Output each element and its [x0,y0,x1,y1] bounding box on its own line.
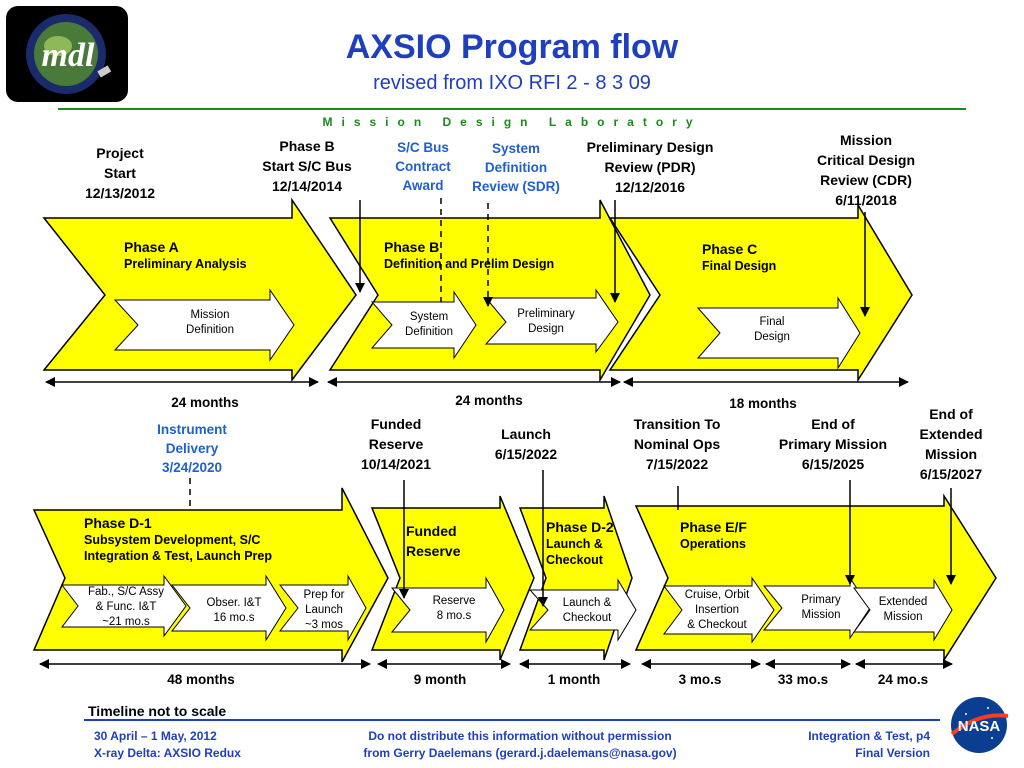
duration-phase-d2: 1 month [547,672,601,687]
phase-ef-title: Phase E/F [680,519,747,535]
primary-mission-label: Primary Mission [801,594,841,621]
sdr-milestone: System Definition Review (SDR) [472,141,560,194]
duration-cruise: 3 mo.s [678,672,722,687]
duration-primary: 33 mo.s [777,672,829,687]
phase-a-arrow [42,197,357,383]
pdr-milestone: Preliminary Design Review (PDR) 12/12/20… [586,139,714,195]
phase-d2-subtitle: Launch & Checkout [546,537,603,567]
end-extended-milestone: End of Extended Mission 6/15/2027 [919,406,983,482]
mission-definition-arrow [113,288,295,362]
phase-b-arrow [328,199,651,383]
phase-b-subtitle: Definition and Prelim Design [384,257,555,271]
phase-a-title: Phase A [124,239,179,255]
cruise-orbit-label: Cruise, Orbit Insertion & Checkout [684,589,750,631]
lab-label: Mission Design Laboratory [322,115,702,129]
footer-center: Do not distribute this information witho… [310,728,730,762]
page-title: AXSIO Program flow [345,28,679,66]
system-definition-label: System Definition [405,311,453,338]
phase-c-label: Phase C Final Design [702,240,776,274]
phase-c-subtitle: Final Design [702,259,777,273]
phase-b-title: Phase B [384,239,440,255]
footer-contact: from Gerry Daelemans (gerard.j.daelemans… [363,746,677,760]
footer-left: 30 April – 1 May, 2012 X-ray Delta: AXSI… [94,728,241,762]
header-divider [58,108,966,110]
extended-mission-arrow [853,578,953,642]
final-design-arrow [696,296,861,370]
prep-launch-label: Prep for Launch ~3 mos [303,589,345,631]
nasa-logo-text: NASA [958,718,1001,735]
footer-notice: Do not distribute this information witho… [368,729,672,743]
nasa-logo: NASA [946,694,1012,756]
footer-date: 30 April – 1 May, 2012 [94,729,217,743]
footer-page: Integration & Test, p4 [808,729,930,743]
end-primary-milestone: End of Primary Mission 6/15/2025 [778,416,888,472]
phase-d1-label: Phase D-1 Subsystem Development, S/C Int… [84,514,272,564]
phase-b-start-milestone: Phase B Start S/C Bus 12/14/2014 [262,138,352,194]
page-subtitle: revised from IXO RFI 2 - 8 3 09 [373,72,651,94]
phase-d2-title: Phase D-2 [546,519,614,535]
mission-definition-label: Mission Definition [186,309,234,336]
phase-d1-title: Phase D-1 [84,515,152,531]
prep-launch-arrow [278,574,367,642]
duration-funded-reserve: 9 month [413,672,467,687]
obser-it-arrow [170,574,287,642]
phase-c-title: Phase C [702,241,758,257]
phase-d2-label: Phase D-2 Launch & Checkout [546,518,614,568]
footer-program: X-ray Delta: AXSIO Redux [94,746,241,760]
duration-phase-a: 24 months [171,395,239,410]
obser-it-label: Obser. I&T 16 mo.s [206,597,262,624]
preliminary-design-label: Preliminary Design [517,308,575,335]
extended-mission-label: Extended Mission [878,596,928,623]
cruise-orbit-arrow [663,576,775,644]
launch-milestone: Launch 6/15/2022 [494,426,558,462]
footer-right: Integration & Test, p4 Final Version [740,728,930,762]
funded-reserve-milestone: Funded Reserve 10/14/2021 [360,416,432,472]
fab-assy-arrow [60,574,187,638]
duration-phase-d1: 48 months [167,672,235,687]
funded-reserve-phase-label: Funded Reserve [406,523,461,559]
phase-ef-subtitle: Operations [680,537,746,551]
duration-phase-c: 18 months [729,396,797,411]
instrument-delivery-milestone: Instrument Delivery 3/24/2020 [157,422,227,475]
timeline-note: Timeline not to scale [88,703,227,719]
phase-a-subtitle: Preliminary Analysis [124,257,247,271]
phase-ef-label: Phase E/F Operations [680,518,747,552]
duration-extended: 24 mo.s [877,672,929,687]
transition-milestone: Transition To Nominal Ops 7/15/2022 [633,416,721,472]
footer-version: Final Version [855,746,930,760]
cdr-milestone: Mission Critical Design Review (CDR) 6/1… [816,132,916,208]
reserve-arrow [390,576,505,644]
preliminary-design-arrow [484,288,619,354]
sc-bus-contract-milestone: S/C Bus Contract Award [395,140,451,193]
mdl-logo: mdl [6,6,128,102]
project-start-milestone: Project Start 12/13/2012 [84,145,156,201]
phase-b-label: Phase B Definition and Prelim Design [384,238,554,272]
launch-checkout-arrow [528,578,637,642]
launch-checkout-label: Launch & Checkout [562,597,612,624]
phase-d1-subtitle: Subsystem Development, S/C Integration &… [84,533,272,563]
reserve-label: Reserve 8 mo.s [432,595,476,622]
fab-assy-label: Fab., S/C Assy & Func. I&T ~21 mo.s [87,586,165,628]
system-definition-arrow [370,290,477,360]
duration-phase-b: 24 months [455,393,523,408]
mdl-logo-text: mdl [42,37,95,74]
final-design-label: Final Design [754,316,790,343]
phase-a-label: Phase A Preliminary Analysis [124,238,247,272]
